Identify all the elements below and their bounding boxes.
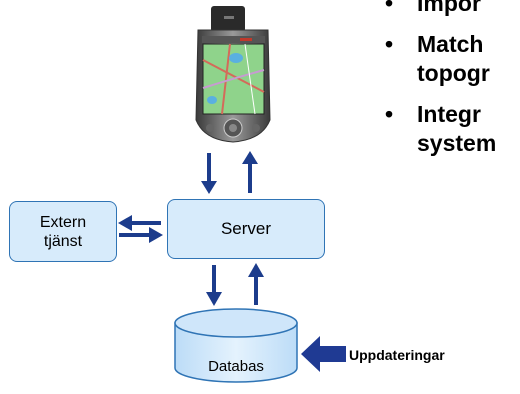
updates-label: Uppdateringar xyxy=(349,347,445,363)
extern-service-node: Extern tjänst xyxy=(9,201,117,262)
server-label: Server xyxy=(220,219,272,238)
server-to-extern-arrow xyxy=(118,215,161,231)
bullet-text: Impor xyxy=(417,0,481,16)
database-cylinder: Databas xyxy=(174,308,298,383)
extern-to-server-arrow xyxy=(119,227,163,243)
server-to-device-arrow xyxy=(242,151,258,193)
device-to-server-arrow xyxy=(201,153,217,194)
pda-gps-device-icon xyxy=(195,6,271,143)
updates-arrow xyxy=(301,336,346,372)
bullet-text-line2: topogr xyxy=(417,60,490,86)
database-label: Databas xyxy=(208,358,264,375)
extern-label-line2: tjänst xyxy=(43,232,83,250)
database-to-server-arrow xyxy=(248,263,264,305)
bullet-item-integration: Integr system xyxy=(385,100,520,158)
server-node: Server xyxy=(167,199,325,259)
bullet-text: Integr xyxy=(417,101,481,127)
bullet-item-match: Match topogr xyxy=(385,30,520,88)
bullet-item-import: Impor xyxy=(385,0,520,18)
bullet-text-line2: system xyxy=(417,130,497,156)
bullet-list: Impor Match topogr Integr system xyxy=(385,0,520,170)
extern-label-line1: Extern xyxy=(39,213,87,231)
server-to-database-arrow xyxy=(206,265,222,306)
bullet-text: Match xyxy=(417,31,484,57)
